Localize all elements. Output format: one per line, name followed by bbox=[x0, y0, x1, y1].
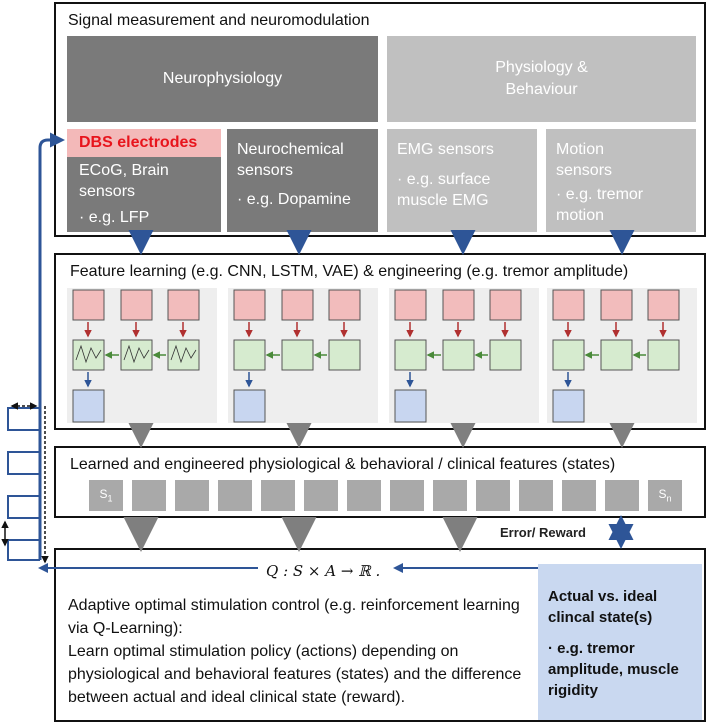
hidden-node bbox=[600, 339, 633, 371]
state-box bbox=[433, 480, 467, 511]
motion-example: · e.g. tremor motion bbox=[556, 186, 644, 224]
waveform-icon bbox=[75, 344, 102, 364]
state-box bbox=[218, 480, 252, 511]
panel-title: Feature learning (e.g. CNN, LSTM, VAE) &… bbox=[70, 263, 629, 280]
state-first: S1 bbox=[89, 480, 123, 511]
state-box bbox=[261, 480, 295, 511]
ecog-label: ECoG, Brain sensors bbox=[79, 162, 169, 200]
waveform-icon bbox=[123, 344, 150, 364]
input-node bbox=[442, 289, 475, 321]
adaptive-control-heading: Adaptive optimal stimulation control (e.… bbox=[68, 597, 520, 637]
emg-box: EMG sensors · e.g. surface muscle EMG bbox=[387, 129, 537, 232]
signal-measurement-panel: Signal measurement and neuromodulation N… bbox=[54, 2, 706, 237]
clinical-state-example: · e.g. tremor amplitude, muscle rigidity bbox=[548, 640, 679, 699]
emg-label: EMG sensors bbox=[397, 141, 494, 158]
input-node bbox=[72, 289, 105, 321]
hidden-node bbox=[552, 339, 585, 371]
stimulation-arrow-icon bbox=[38, 132, 65, 560]
hidden-node bbox=[489, 339, 522, 371]
input-node bbox=[489, 289, 522, 321]
hidden-node bbox=[233, 339, 266, 371]
state-box bbox=[390, 480, 424, 511]
hidden-node bbox=[281, 339, 314, 371]
output-node bbox=[552, 389, 585, 423]
input-node bbox=[394, 289, 427, 321]
input-node bbox=[281, 289, 314, 321]
error-reward-label: Error/ Reward bbox=[500, 525, 586, 540]
output-node bbox=[233, 389, 266, 423]
output-node bbox=[394, 389, 427, 423]
state-box bbox=[562, 480, 596, 511]
motion-label: Motion sensors bbox=[556, 141, 613, 179]
adaptive-control-description: Learn optimal stimulation policy (action… bbox=[68, 643, 522, 706]
adaptive-control-text: Adaptive optimal stimulation control (e.… bbox=[68, 594, 538, 709]
input-node bbox=[600, 289, 633, 321]
hidden-node bbox=[328, 339, 361, 371]
panel-title: Learned and engineered physiological & b… bbox=[70, 456, 616, 473]
neurophysiology-header: Neurophysiology bbox=[67, 36, 378, 122]
state-first-label: S1 bbox=[99, 487, 113, 504]
neurochemical-box: Neurochemical sensors · e.g. Dopamine bbox=[227, 129, 378, 232]
neurochemical-label: Neurochemical sensors bbox=[237, 141, 344, 179]
input-node bbox=[167, 289, 200, 321]
adaptive-control-panel: Q : S × A → ℝ . Adaptive optimal stimula… bbox=[54, 548, 706, 722]
input-node bbox=[120, 289, 153, 321]
ecog-example: · e.g. LFP bbox=[79, 209, 150, 226]
dbs-electrodes-text: DBS electrodes bbox=[79, 134, 198, 151]
state-box bbox=[519, 480, 553, 511]
state-box bbox=[347, 480, 381, 511]
panel-title: Signal measurement and neuromodulation bbox=[68, 12, 370, 29]
q-function-equation: Q : S × A → ℝ . bbox=[266, 562, 381, 580]
input-node bbox=[647, 289, 680, 321]
neurochemical-example: · e.g. Dopamine bbox=[237, 191, 351, 208]
input-node bbox=[328, 289, 361, 321]
physiology-behaviour-header: Physiology & Behaviour bbox=[387, 36, 696, 122]
clinical-state-title: Actual vs. ideal clincal state(s) bbox=[548, 588, 658, 626]
state-box bbox=[476, 480, 510, 511]
state-box bbox=[605, 480, 639, 511]
clinical-state-box: Actual vs. ideal clincal state(s) · e.g.… bbox=[538, 564, 702, 720]
motion-box: Motion sensors · e.g. tremor motion bbox=[546, 129, 696, 232]
hidden-node bbox=[647, 339, 680, 371]
input-node bbox=[233, 289, 266, 321]
dbs-electrodes-label: DBS electrodes bbox=[67, 129, 221, 157]
learned-features-panel: Learned and engineered physiological & b… bbox=[54, 446, 706, 518]
waveform-icon bbox=[170, 344, 197, 364]
hidden-node bbox=[442, 339, 475, 371]
state-last-label: Sn bbox=[658, 487, 672, 504]
output-node bbox=[72, 389, 105, 423]
emg-example: · e.g. surface muscle EMG bbox=[397, 171, 491, 209]
state-box bbox=[132, 480, 166, 511]
state-box bbox=[304, 480, 338, 511]
state-last: Sn bbox=[648, 480, 682, 511]
state-box bbox=[175, 480, 209, 511]
input-node bbox=[552, 289, 585, 321]
dbs-ecog-box: DBS electrodes ECoG, Brain sensors · e.g… bbox=[67, 129, 221, 232]
stimulation-pulse-icon bbox=[7, 407, 41, 561]
hidden-node bbox=[394, 339, 427, 371]
